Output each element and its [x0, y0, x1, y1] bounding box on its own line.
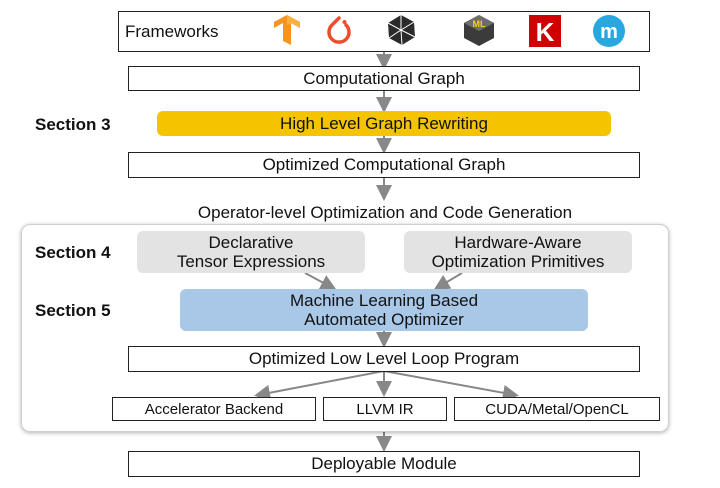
arrow-declarative-to-ml [304, 272, 337, 290]
ml-line-1: Machine Learning Based [289, 291, 479, 310]
keras-icon: K [529, 15, 561, 47]
mxnet-icon [387, 15, 416, 46]
deployable-module-label: Deployable Module [311, 454, 457, 473]
loop-program-box: Optimized Low Level Loop Program [128, 346, 640, 372]
accelerator-backend-label: Accelerator Backend [144, 400, 284, 418]
deployable-module-box: Deployable Module [128, 451, 640, 477]
accelerator-backend-box: Accelerator Backend [112, 397, 316, 421]
hardware-line-2: Optimization Primitives [431, 252, 605, 271]
optimized-graph-label: Optimized Computational Graph [262, 155, 506, 174]
cuda-metal-opencl-label: CUDA/Metal/OpenCL [485, 400, 629, 418]
tensorflow-icon [274, 15, 300, 45]
operator-level-title: Operator-level Optimization and Code Gen… [197, 203, 573, 222]
arrow-loop-to-cuda [383, 370, 519, 401]
coreml-icon: ML [464, 15, 494, 46]
optimized-graph-box: Optimized Computational Graph [128, 152, 640, 178]
llvm-ir-label: LLVM IR [356, 400, 414, 418]
cuda-metal-opencl-box: CUDA/Metal/OpenCL [454, 397, 660, 421]
computational-graph-box: Computational Graph [128, 66, 640, 91]
frameworks-label: Frameworks [125, 21, 219, 41]
mobile-framework-icon: m [593, 15, 625, 47]
ml-automated-optimizer-box: Machine Learning Based Automated Optimiz… [180, 289, 588, 331]
computational-graph-label: Computational Graph [303, 68, 465, 88]
pytorch-icon [327, 16, 351, 44]
loop-program-label: Optimized Low Level Loop Program [248, 349, 520, 368]
hardware-aware-primitives-box: Hardware-Aware Optimization Primitives [404, 231, 632, 273]
llvm-ir-box: LLVM IR [323, 397, 447, 421]
graph-rewriting-label: High Level Graph Rewriting [280, 113, 488, 133]
section-4-label: Section 4 [35, 243, 111, 262]
svg-text:ML: ML [473, 19, 486, 29]
declarative-line-1: Declarative [208, 233, 294, 252]
section-5-label: Section 5 [35, 301, 111, 320]
graph-rewriting-box: High Level Graph Rewriting [157, 111, 611, 136]
arrow-loop-to-accelerator [254, 370, 385, 401]
svg-text:K: K [536, 17, 555, 47]
ml-line-2: Automated Optimizer [304, 310, 464, 329]
declarative-line-2: Tensor Expressions [176, 252, 326, 271]
operator-level-panel [21, 224, 669, 432]
hardware-line-1: Hardware-Aware [454, 233, 582, 252]
svg-text:m: m [600, 21, 618, 43]
frameworks-box: Frameworks [118, 11, 650, 52]
section-3-label: Section 3 [35, 115, 111, 134]
declarative-tensor-expressions-box: Declarative Tensor Expressions [137, 231, 365, 273]
arrow-hardware-to-ml [433, 272, 463, 291]
